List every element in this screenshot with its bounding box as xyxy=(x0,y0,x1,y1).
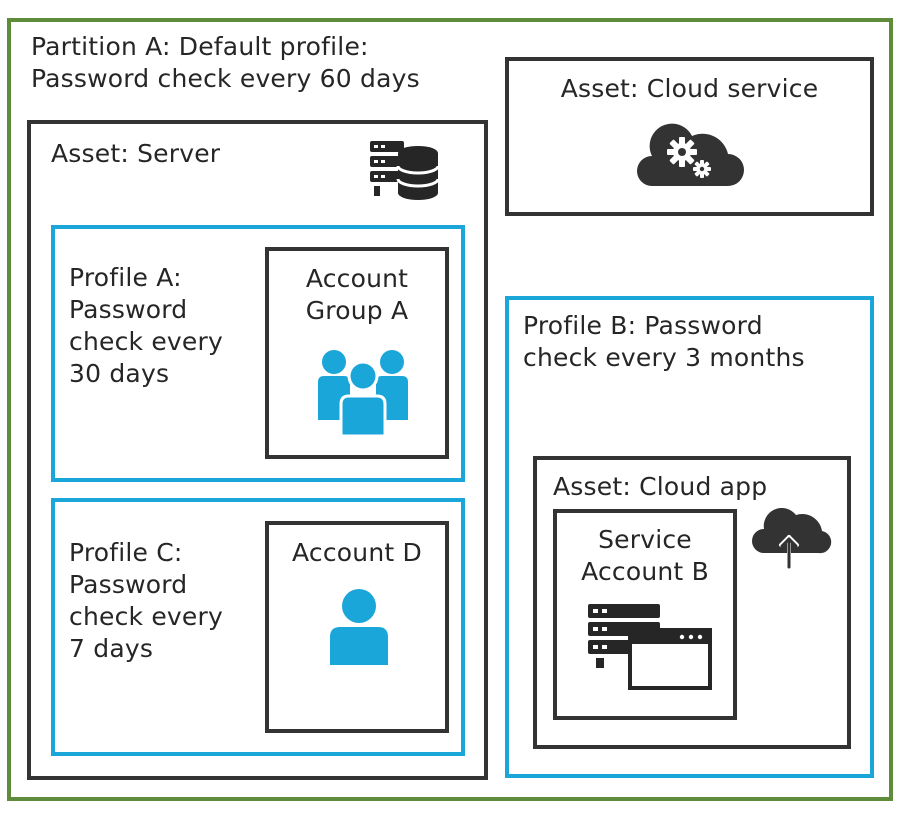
partition-a-box xyxy=(7,18,893,801)
profile-b-box xyxy=(505,296,874,778)
profile-c-box xyxy=(51,498,465,756)
asset-server-box xyxy=(27,120,488,780)
profile-c-label: Profile C: Password check every 7 days xyxy=(69,538,223,663)
account-group-a-label: Account Group A xyxy=(305,264,409,325)
account-d-label: Account D xyxy=(292,538,422,567)
service-account-b-label: Service Account B xyxy=(581,525,709,586)
server-window-icon xyxy=(588,604,712,690)
partition-a-label: Partition A: Default profile: Password c… xyxy=(31,32,420,93)
service-account-b-box xyxy=(553,509,737,720)
asset-cloud-service-label: Asset: Cloud service xyxy=(560,74,819,103)
asset-cloud-app-label: Asset: Cloud app xyxy=(553,472,768,501)
profile-a-box xyxy=(51,225,465,482)
cloud-upload-icon xyxy=(752,507,832,569)
asset-server-label: Asset: Server xyxy=(51,139,221,168)
account-group-a-box xyxy=(265,247,449,459)
cloud-gears-icon xyxy=(637,123,744,186)
server-database-icon xyxy=(370,141,440,200)
user-group-icon xyxy=(318,350,408,438)
asset-cloud-app-box xyxy=(533,456,851,749)
user-icon xyxy=(330,589,388,665)
profile-b-label: Profile B: Password check every 3 months xyxy=(523,311,805,372)
account-d-box xyxy=(265,521,449,733)
asset-cloud-service-box xyxy=(505,57,874,216)
profile-a-label: Profile A: Password check every 30 days xyxy=(69,263,223,388)
